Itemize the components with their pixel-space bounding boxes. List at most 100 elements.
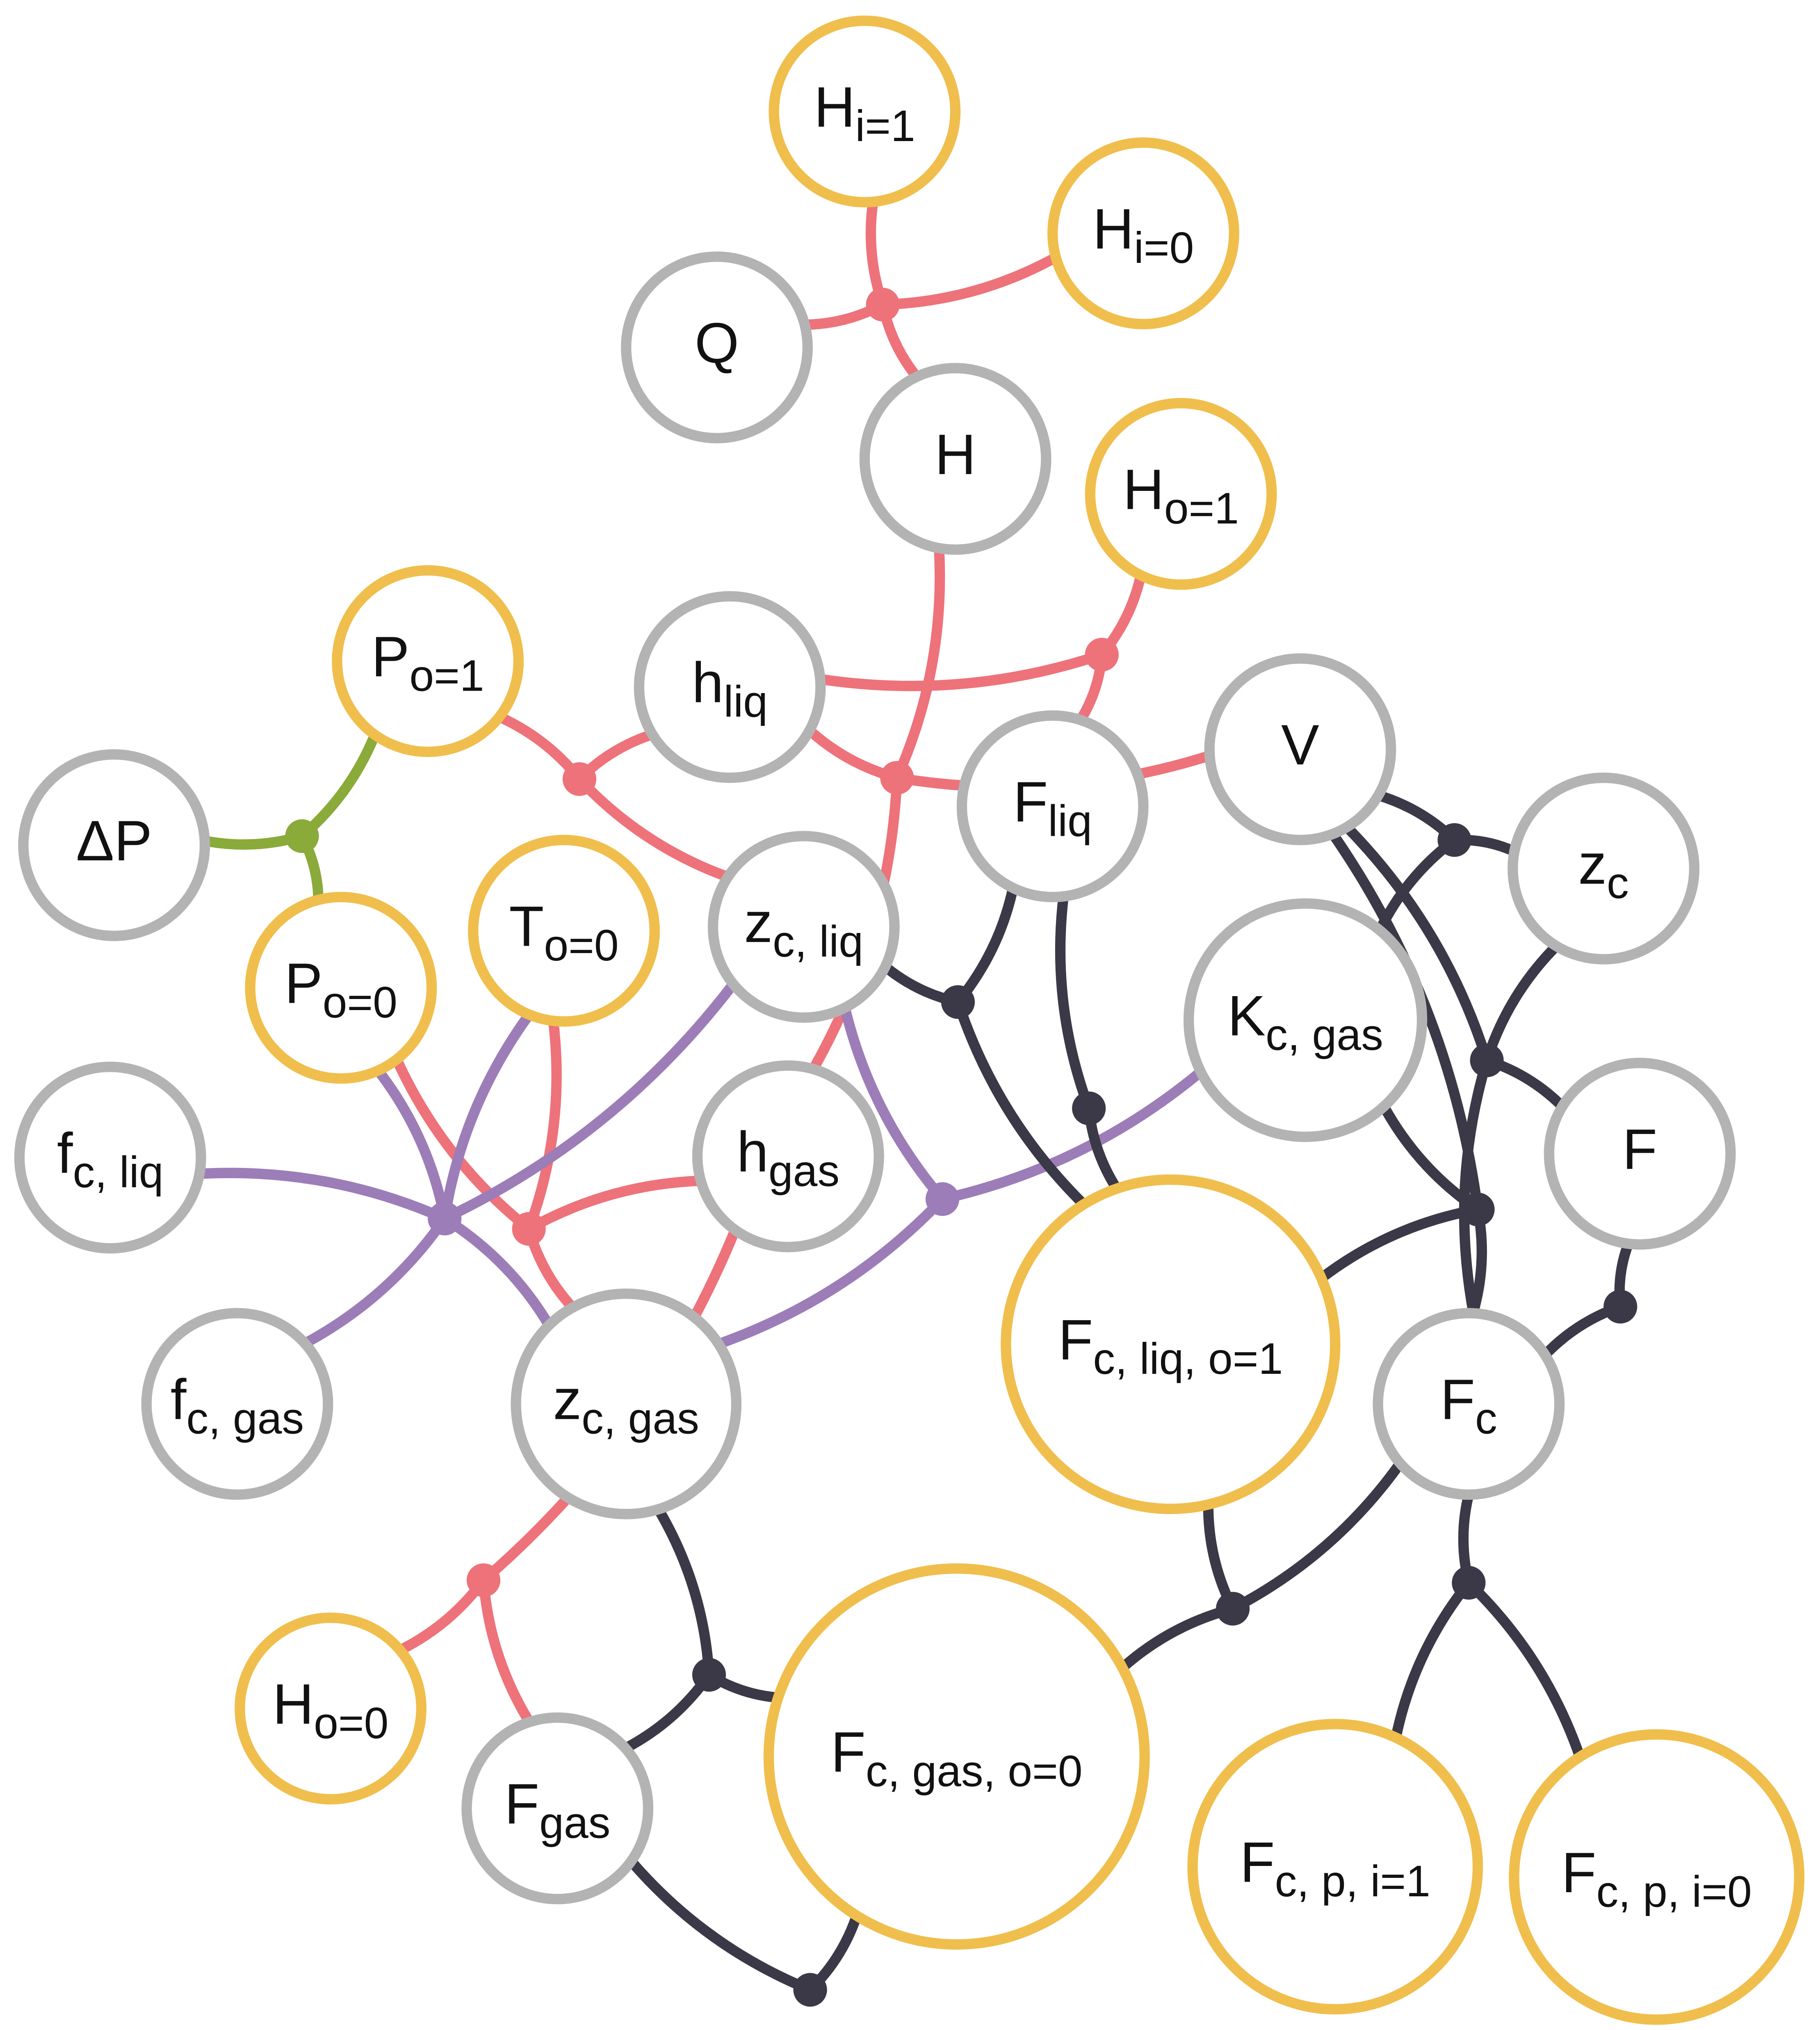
edge-energy-balance-total-H_i0 — [877, 252, 1061, 310]
constraint-dot-pressure-drop — [285, 819, 319, 853]
node-P_o0: Po=0 — [245, 892, 437, 1084]
edge-component-feed-V — [1341, 822, 1492, 1066]
constraint-dot-gas-enthalpy — [466, 1563, 501, 1597]
node-circle-V — [1204, 653, 1396, 845]
edge-k-value-K_c_gas — [937, 1066, 1206, 1204]
node-sub-F_c_gas_o0: c, gas, o=0 — [866, 1747, 1083, 1796]
node-main-F_c_p_i0: F — [1562, 1841, 1596, 1905]
node-circle-z_c_liq — [707, 831, 900, 1023]
node-main-H_i0: H — [1093, 197, 1134, 261]
node-main-dP: ΔP — [76, 809, 152, 873]
node-f_c_liq: fc, liq — [14, 1061, 206, 1254]
edge-feed-mixing-F_c_p_i1 — [1391, 1577, 1474, 1743]
node-main-F_c_gas_o0: F — [831, 1720, 866, 1784]
node-circle-z_c — [1508, 772, 1699, 965]
edge-gas-component-flow-z_c_gas — [653, 1504, 714, 1680]
edge-fugacity-equality-P_o0 — [373, 1065, 450, 1224]
node-label-H_i0: Hi=0 — [1093, 197, 1194, 273]
node-label-f_c_liq: fc, liq — [57, 1121, 164, 1197]
node-circle-P_o1 — [332, 565, 524, 757]
node-circle-H_i1 — [769, 15, 961, 208]
edge-liquid-total-flow-F_liq — [1055, 891, 1094, 1114]
node-h_gas: hgas — [692, 1060, 884, 1252]
node-main-f_c_liq: f — [57, 1121, 73, 1185]
edge-vapor-balance-K_c_gas — [1378, 1101, 1483, 1215]
node-z_c_liq: zc, liq — [707, 831, 900, 1023]
node-label-H: H — [935, 423, 976, 486]
node-sub-z_c_liq: c, liq — [773, 917, 863, 966]
node-sub-h_liq: liq — [724, 677, 768, 726]
node-label-F_liq: Fliq — [1013, 770, 1092, 846]
node-label-P_o0: Po=0 — [285, 951, 397, 1027]
node-sub-h_gas: gas — [769, 1146, 839, 1195]
node-V: V — [1204, 653, 1396, 845]
constraint-dot-energy-balance-total — [866, 287, 900, 322]
node-circle-F_gas — [461, 1712, 654, 1905]
node-sub-z_c_gas: c, gas — [582, 1394, 699, 1443]
node-main-F_c: F — [1440, 1368, 1475, 1431]
node-main-f_c_gas: f — [171, 1368, 187, 1431]
constraint-dot-liquid-total-flow — [1072, 1091, 1106, 1125]
node-main-T_o0: T — [509, 894, 544, 958]
node-circle-H_i0 — [1047, 137, 1239, 329]
constraint-dot-vapor-balance — [1461, 1193, 1495, 1227]
node-main-K_c_gas: K — [1227, 984, 1266, 1047]
node-sub-H_i1: i=1 — [855, 101, 915, 151]
node-circle-F_c — [1373, 1308, 1565, 1500]
node-main-z_c: z — [1578, 833, 1607, 896]
node-label-K_c_gas: Kc, gas — [1227, 984, 1383, 1059]
edge-fugacity-equality-f_c_gas — [299, 1213, 450, 1349]
node-label-F_c_p_i1: Fc, p, i=1 — [1240, 1830, 1430, 1906]
node-H_o0: Ho=0 — [235, 1613, 426, 1804]
node-circle-h_gas — [692, 1060, 884, 1252]
node-sub-K_c_gas: c, gas — [1266, 1010, 1383, 1059]
edge-component-feed-F_c — [1459, 1055, 1492, 1318]
node-sub-f_c_liq: c, liq — [73, 1147, 164, 1197]
node-label-H_o0: Ho=0 — [273, 1672, 389, 1748]
edge-component-mass-balance-F_c_gas_o0 — [1117, 1603, 1238, 1673]
node-label-T_o0: To=0 — [509, 894, 618, 970]
node-sub-H_o0: o=0 — [314, 1699, 388, 1748]
node-h_liq: hliq — [634, 591, 826, 783]
node-main-H_o1: H — [1123, 458, 1164, 521]
node-sub-T_o0: o=0 — [544, 921, 618, 970]
edge-vapor-balance-F_c_liq_o1 — [1316, 1204, 1483, 1284]
node-label-h_gas: hgas — [737, 1120, 840, 1195]
node-label-h_liq: hliq — [692, 651, 768, 726]
node-H_i1: Hi=1 — [769, 15, 961, 208]
node-circle-F_liq — [956, 710, 1149, 902]
node-F_liq: Fliq — [956, 710, 1149, 902]
edge-component-mass-balance-F_c — [1227, 1458, 1405, 1614]
node-main-F: F — [1622, 1118, 1657, 1181]
node-label-z_c_liq: zc, liq — [744, 891, 864, 966]
node-F_c: Fc — [1373, 1308, 1565, 1500]
node-circle-f_c_liq — [14, 1061, 206, 1254]
node-z_c_gas: zc, gas — [511, 1288, 742, 1519]
edge-k-value-z_c_liq — [839, 1002, 948, 1204]
node-main-Q: Q — [695, 311, 739, 375]
node-main-F_gas: F — [504, 1772, 539, 1836]
node-sub-F_c_p_i1: c, p, i=1 — [1275, 1857, 1430, 1906]
node-circle-F_c_gas_o0 — [763, 1563, 1150, 1950]
node-label-H_i1: Hi=1 — [814, 75, 915, 151]
constraint-dot-fugacity-equality — [428, 1202, 462, 1236]
constraint-dot-liquid-component-flow — [941, 985, 975, 1019]
node-label-H_o1: Ho=1 — [1123, 458, 1239, 533]
node-label-z_c: zc — [1578, 833, 1628, 908]
node-label-F_c_liq_o1: Fc, liq, o=1 — [1058, 1308, 1283, 1384]
edge-gas-enthalpy-function-P_o0 — [391, 1054, 534, 1234]
constraint-dot-energy-balance-outlet — [880, 761, 914, 795]
node-circle-H_o0 — [235, 1613, 426, 1804]
node-label-Q: Q — [695, 311, 739, 375]
edge-liquid-component-flow-F_liq — [953, 883, 1018, 1008]
node-label-F_c_gas_o0: Fc, gas, o=0 — [831, 1720, 1083, 1796]
node-sub-F_c: c — [1475, 1394, 1497, 1443]
node-circle-P_o0 — [245, 892, 437, 1084]
node-label-F: F — [1622, 1118, 1657, 1181]
node-sub-F_c_liq_o1: c, liq, o=1 — [1093, 1334, 1283, 1384]
node-sub-H_o1: o=1 — [1164, 484, 1239, 533]
node-F_c_p_i0: Fc, p, i=0 — [1509, 1729, 1805, 2025]
node-label-z_c_gas: zc, gas — [553, 1368, 699, 1443]
constraint-dot-component-split — [1437, 823, 1471, 857]
